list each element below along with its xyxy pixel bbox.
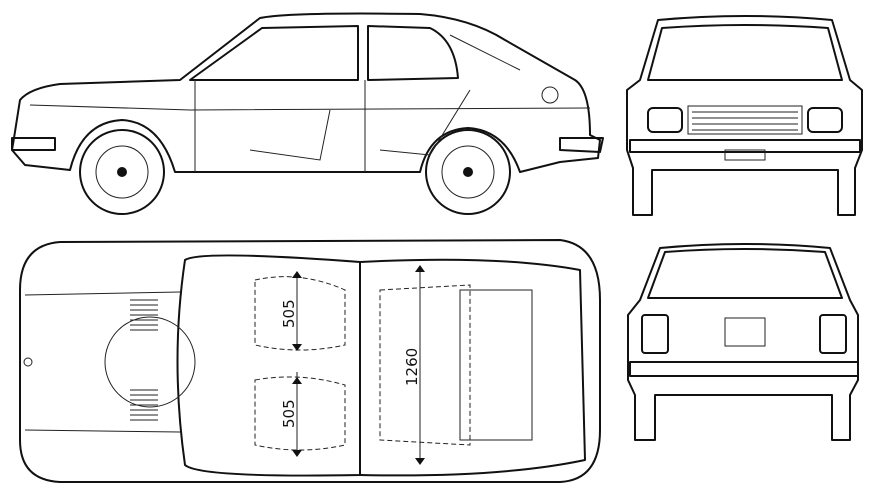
top-view: 505 505 1260: [19, 239, 601, 483]
dimension-interior-width: 1260: [403, 348, 421, 386]
front-view: [626, 15, 863, 216]
side-view: [11, 12, 604, 215]
dimension-front-seat-left: 505: [280, 299, 298, 328]
dimension-front-seat-right: 505: [280, 399, 298, 428]
rear-view: [627, 243, 859, 441]
